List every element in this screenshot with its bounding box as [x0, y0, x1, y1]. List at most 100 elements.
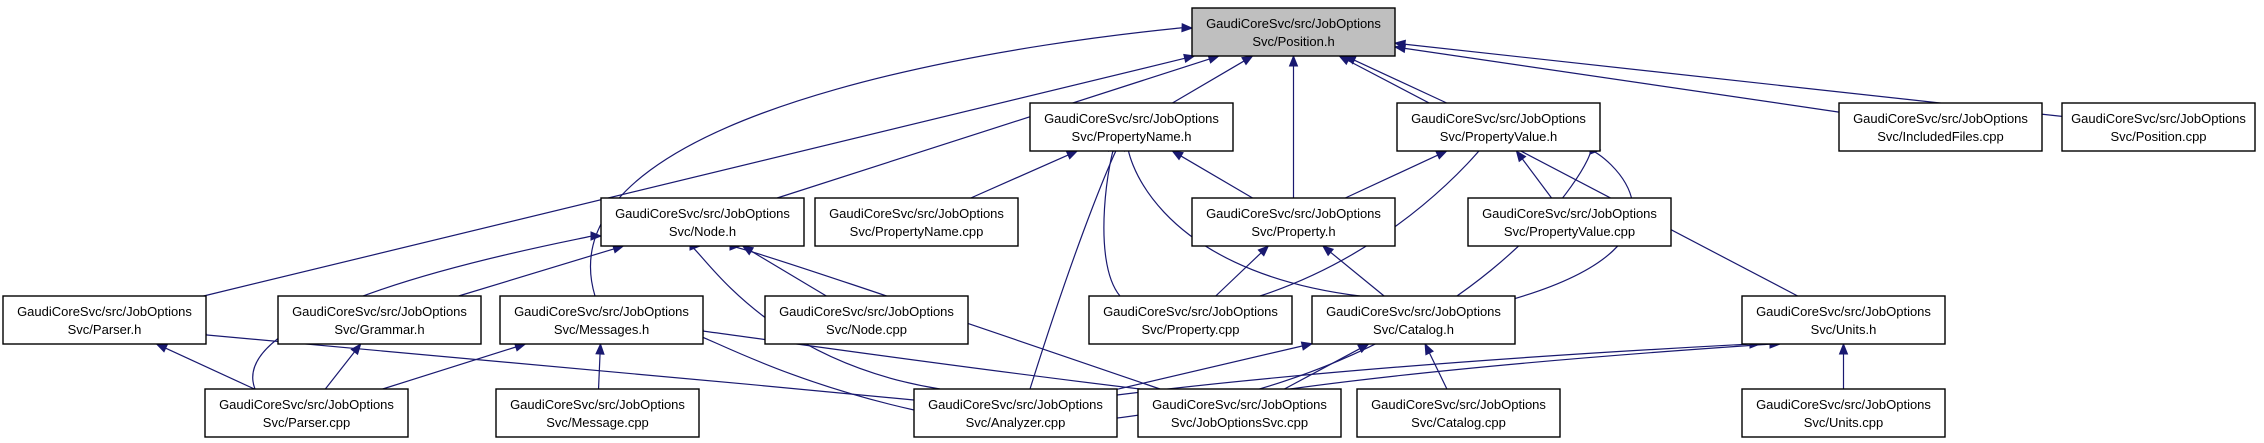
- node-box: [277, 295, 482, 345]
- arrowhead-icon: [1838, 342, 1849, 355]
- node-catalog-cpp[interactable]: GaudiCoreSvc/src/JobOptionsSvc/Catalog.c…: [1356, 388, 1561, 438]
- edge-line: [1354, 59, 1447, 104]
- edge-catalog_h-to-property_h: [1321, 245, 1385, 297]
- node-label-line1: GaudiCoreSvc/src/JobOptions: [514, 304, 689, 319]
- arrowhead-icon: [1241, 55, 1254, 66]
- edge-line: [203, 57, 1185, 297]
- node-label-line1: GaudiCoreSvc/src/JobOptions: [928, 397, 1103, 412]
- node-box: [1467, 197, 1672, 247]
- node-label-line2: Svc/PropertyValue.h: [1440, 129, 1558, 144]
- edge-line: [252, 235, 592, 390]
- arrowhead-icon: [1393, 39, 1406, 49]
- arrowhead-icon: [1181, 22, 1194, 33]
- arrowhead-icon: [1435, 150, 1448, 160]
- edge-analyzer_cpp-to-catalog_h: [1116, 341, 1314, 390]
- edge-parser_cpp-to-grammar_h: [324, 342, 362, 390]
- node-message-cpp[interactable]: GaudiCoreSvc/src/JobOptionsSvc/Message.c…: [495, 388, 700, 438]
- node-box: [1191, 7, 1396, 57]
- node-label-line1: GaudiCoreSvc/src/JobOptions: [1326, 304, 1501, 319]
- node-units-h[interactable]: GaudiCoreSvc/src/JobOptionsSvc/Units.h: [1741, 295, 1946, 345]
- node-label-line2: Svc/Units.cpp: [1804, 415, 1883, 430]
- node-box: [204, 388, 409, 438]
- node-label-line1: GaudiCoreSvc/src/JobOptions: [1371, 397, 1546, 412]
- node-messages-h[interactable]: GaudiCoreSvc/src/JobOptionsSvc/Messages.…: [499, 295, 704, 345]
- node-propertyvalue-h[interactable]: GaudiCoreSvc/src/JobOptionsSvc/PropertyV…: [1396, 102, 1601, 152]
- node-label-line1: GaudiCoreSvc/src/JobOptions: [510, 397, 685, 412]
- edge-line: [1103, 143, 1121, 297]
- edge-property_h-to-propertyvalue_h: [1345, 150, 1448, 199]
- node-label-line1: GaudiCoreSvc/src/JobOptions: [2071, 111, 2246, 126]
- node-grammar-h[interactable]: GaudiCoreSvc/src/JobOptionsSvc/Grammar.h: [277, 295, 482, 345]
- edge-propertyvalue_h-to-position_h: [1344, 55, 1447, 104]
- node-box: [913, 388, 1118, 438]
- node-box: [1029, 102, 1234, 152]
- node-label-line1: GaudiCoreSvc/src/JobOptions: [1044, 111, 1219, 126]
- edge-line: [1099, 149, 1592, 421]
- node-label-line2: Svc/Parser.h: [68, 322, 142, 337]
- edge-messages_h-to-position_h: [590, 22, 1194, 297]
- edge-line: [597, 353, 601, 390]
- edge-catalog_cpp-to-catalog_h: [1424, 342, 1448, 390]
- node-label-line1: GaudiCoreSvc/src/JobOptions: [219, 397, 394, 412]
- node-label-line2: Svc/Parser.cpp: [263, 415, 350, 430]
- edge-propertyvalue_cpp-to-propertyvalue_h: [1515, 149, 1553, 199]
- edge-grammar_h-to-node_h: [458, 244, 625, 297]
- node-box: [1396, 102, 1601, 152]
- edge-line: [382, 346, 517, 390]
- node-node-h[interactable]: GaudiCoreSvc/src/JobOptionsSvc/Node.h: [600, 197, 805, 247]
- node-label-line2: Svc/Position.h: [1252, 34, 1334, 49]
- node-node-cpp[interactable]: GaudiCoreSvc/src/JobOptionsSvc/Node.cpp: [764, 295, 969, 345]
- arrowhead-icon: [1321, 245, 1335, 257]
- node-box: [814, 197, 1019, 247]
- edge-property_h-to-propertyname_h: [1171, 150, 1253, 199]
- edge-propertyname_cpp-to-propertyname_h: [970, 150, 1079, 199]
- arrowhead-icon: [1338, 55, 1351, 66]
- edge-analyzer_cpp-to-units_h: [1116, 339, 1762, 396]
- node-joboptionssvc-cpp[interactable]: GaudiCoreSvc/src/JobOptionsSvc/JobOption…: [1137, 388, 1342, 438]
- arrowhead-icon: [155, 343, 169, 353]
- node-box: [764, 295, 969, 345]
- node-label-line1: GaudiCoreSvc/src/JobOptions: [829, 206, 1004, 221]
- node-box: [2, 295, 207, 345]
- node-box: [1741, 295, 1946, 345]
- node-label-line2: Svc/Catalog.cpp: [1411, 415, 1506, 430]
- node-units-cpp[interactable]: GaudiCoreSvc/src/JobOptionsSvc/Units.cpp: [1741, 388, 1946, 438]
- node-includedfiles-cpp[interactable]: GaudiCoreSvc/src/JobOptionsSvc/IncludedF…: [1838, 102, 2043, 152]
- edge-message_cpp-to-messages_h: [595, 342, 605, 390]
- node-position-cpp[interactable]: GaudiCoreSvc/src/JobOptionsSvc/Position.…: [2061, 102, 2256, 152]
- node-label-line2: Svc/Catalog.h: [1373, 322, 1454, 337]
- node-label-line1: GaudiCoreSvc/src/JobOptions: [615, 206, 790, 221]
- edge-units_h-to-position_h: [1338, 55, 1798, 297]
- node-label-line1: GaudiCoreSvc/src/JobOptions: [779, 304, 954, 319]
- arrowhead-icon: [1257, 245, 1270, 257]
- node-layer: GaudiCoreSvc/src/JobOptions Svc/Position.…: [2, 7, 2256, 438]
- edge-line: [1347, 60, 1798, 297]
- node-catalog-h[interactable]: GaudiCoreSvc/src/JobOptionsSvc/Catalog.h: [1311, 295, 1516, 345]
- node-propertyvalue-cpp[interactable]: GaudiCoreSvc/src/JobOptionsSvc/PropertyV…: [1467, 197, 1672, 247]
- edge-parser_cpp-to-parser_h: [155, 343, 255, 390]
- node-box: [2061, 102, 2256, 152]
- node-parser-cpp[interactable]: GaudiCoreSvc/src/JobOptionsSvc/Parser.cp…: [204, 388, 409, 438]
- edge-parser_cpp-to-node_h: [252, 231, 603, 390]
- node-analyzer-cpp[interactable]: GaudiCoreSvc/src/JobOptionsSvc/Analyzer.…: [913, 388, 1118, 438]
- arrowhead-icon: [1300, 341, 1314, 351]
- node-label-line1: GaudiCoreSvc/src/JobOptions: [17, 304, 192, 319]
- node-box: [1741, 388, 1946, 438]
- edge-line: [458, 248, 615, 297]
- edge-line: [750, 250, 827, 297]
- edge-parser_h-to-position_h: [203, 53, 1196, 297]
- edge-line: [1521, 158, 1553, 199]
- node-position-h[interactable]: GaudiCoreSvc/src/JobOptionsSvc/Position.…: [1191, 7, 1396, 57]
- node-box: [1356, 388, 1561, 438]
- node-label-line2: Svc/Grammar.h: [334, 322, 424, 337]
- edge-units_cpp-to-units_h: [1838, 342, 1849, 389]
- node-propertyname-cpp[interactable]: GaudiCoreSvc/src/JobOptionsSvc/PropertyN…: [814, 197, 1019, 247]
- node-propertyname-h[interactable]: GaudiCoreSvc/src/JobOptionsSvc/PropertyN…: [1029, 102, 1234, 152]
- node-label-line2: Svc/Node.h: [669, 224, 736, 239]
- node-property-cpp[interactable]: GaudiCoreSvc/src/JobOptionsSvc/Property.…: [1088, 295, 1293, 345]
- edge-line: [324, 351, 355, 390]
- node-property-h[interactable]: GaudiCoreSvc/src/JobOptionsSvc/Property.…: [1191, 197, 1396, 247]
- node-parser-h[interactable]: GaudiCoreSvc/src/JobOptionsSvc/Parser.h: [2, 295, 207, 345]
- node-box: [499, 295, 704, 345]
